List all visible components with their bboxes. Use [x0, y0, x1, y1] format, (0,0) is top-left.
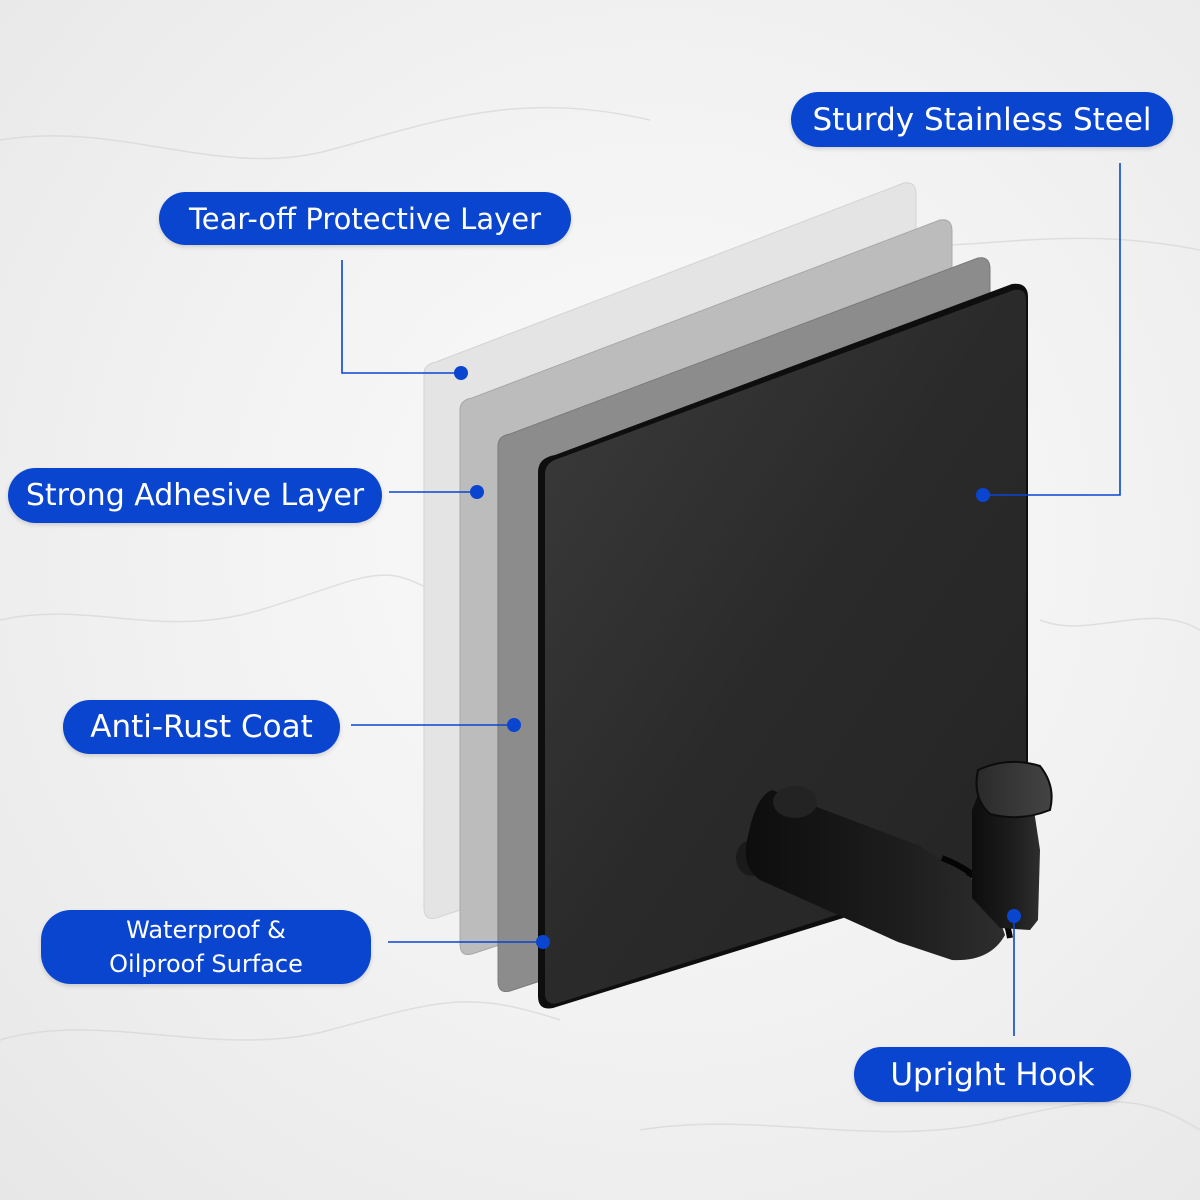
- label-text: Strong Adhesive Layer: [25, 478, 365, 513]
- callout-dot-hook: [1007, 909, 1021, 923]
- label-text: Sturdy Stainless Steel: [812, 101, 1152, 138]
- label-text-line1: Waterproof &: [126, 916, 286, 944]
- callout-dot-tear-off: [454, 366, 468, 380]
- label-anti-rust-coat: Anti-Rust Coat: [63, 700, 340, 754]
- label-upright-hook: Upright Hook: [854, 1047, 1131, 1102]
- leader-line-tear-off: [341, 260, 461, 374]
- callout-dot-steel: [976, 488, 990, 502]
- upright-hook: [736, 760, 1053, 961]
- callout-dot-adhesive: [470, 485, 484, 499]
- callout-dot-waterproof: [536, 935, 550, 949]
- steel-plate: [545, 289, 1026, 1004]
- label-text-line2: Oilproof Surface: [109, 950, 303, 978]
- label-tear-off-protective-layer: Tear-off Protective Layer: [159, 192, 571, 245]
- label-text: Tear-off Protective Layer: [188, 201, 542, 236]
- label-text: Upright Hook: [890, 1056, 1095, 1093]
- leader-line-steel: [983, 163, 1121, 496]
- label-waterproof-oilproof-surface: Waterproof & Oilproof Surface: [41, 910, 371, 984]
- callout-dot-anti-rust: [507, 718, 521, 732]
- label-strong-adhesive-layer: Strong Adhesive Layer: [8, 468, 382, 523]
- label-sturdy-stainless-steel: Sturdy Stainless Steel: [791, 92, 1173, 147]
- label-text: Anti-Rust Coat: [90, 709, 313, 745]
